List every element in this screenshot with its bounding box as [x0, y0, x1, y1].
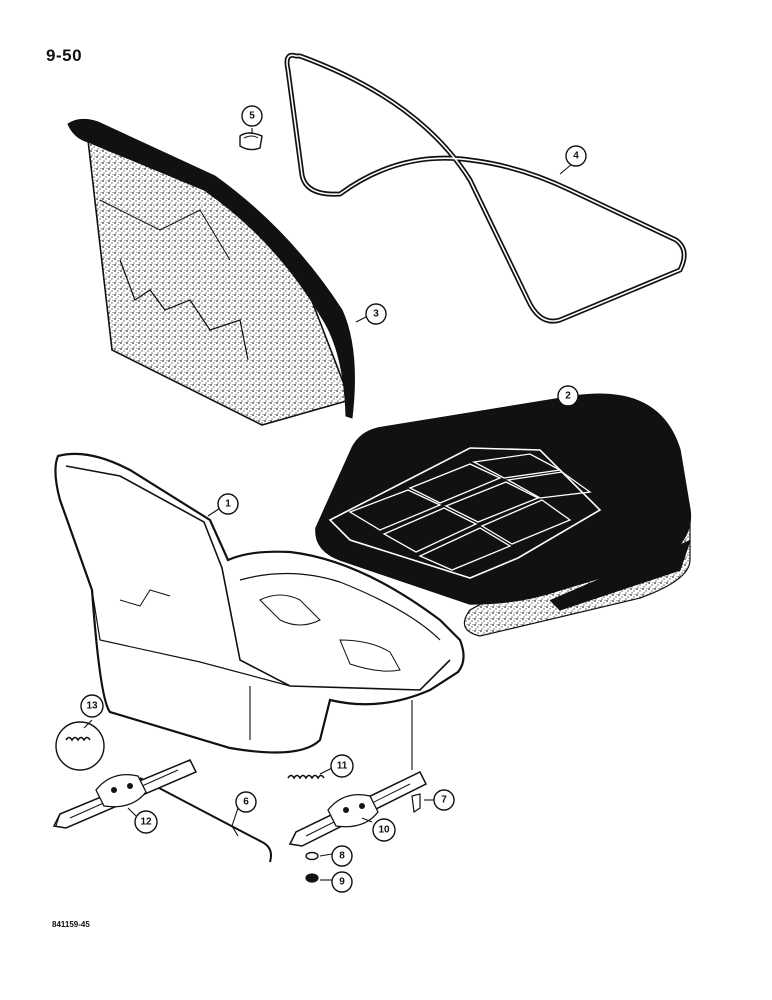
callout-12: 12: [134, 810, 158, 834]
callout-1: 1: [217, 493, 239, 515]
callout-5: 5: [241, 105, 263, 127]
svg-text:9: 9: [339, 877, 345, 888]
callout-4: 4: [565, 145, 587, 167]
figure-reference-code: 841159-45: [52, 920, 90, 929]
spring-part-13: [55, 721, 105, 771]
svg-text:7: 7: [441, 795, 447, 806]
svg-text:10: 10: [378, 825, 390, 836]
nut-part: [305, 873, 319, 883]
svg-text:2: 2: [565, 391, 571, 402]
svg-text:8: 8: [339, 851, 345, 862]
seat-pan-part: [54, 452, 465, 754]
svg-text:13: 13: [86, 701, 98, 712]
callout-8: 8: [331, 845, 353, 867]
callout-6: 6: [235, 791, 257, 813]
seat-cushion-part: [315, 393, 692, 637]
washer-part: [305, 851, 319, 861]
callout-3: 3: [365, 303, 387, 325]
callout-2: 2: [557, 385, 579, 407]
callout-11: 11: [330, 754, 354, 778]
right-slide-rail-part: [288, 771, 428, 847]
svg-text:3: 3: [373, 309, 379, 320]
callout-9: 9: [331, 871, 353, 893]
page-number-label: 9-50: [46, 46, 83, 65]
spring-part-11: [287, 774, 325, 780]
svg-text:5: 5: [249, 111, 255, 122]
svg-text:12: 12: [140, 817, 152, 828]
clip-part: [239, 132, 263, 151]
release-rod-part: [139, 777, 272, 863]
callout-7: 7: [433, 789, 455, 811]
bolt-part: [411, 793, 421, 814]
trim-loop-part: [284, 52, 687, 324]
svg-text:11: 11: [337, 761, 348, 772]
back-cushion-part: [67, 118, 355, 426]
svg-text:1: 1: [225, 499, 231, 510]
svg-text:4: 4: [573, 151, 579, 162]
callout-10: 10: [372, 818, 396, 842]
left-slide-rail-part: [52, 759, 198, 829]
svg-text:6: 6: [243, 797, 249, 808]
callout-13: 13: [80, 694, 104, 718]
